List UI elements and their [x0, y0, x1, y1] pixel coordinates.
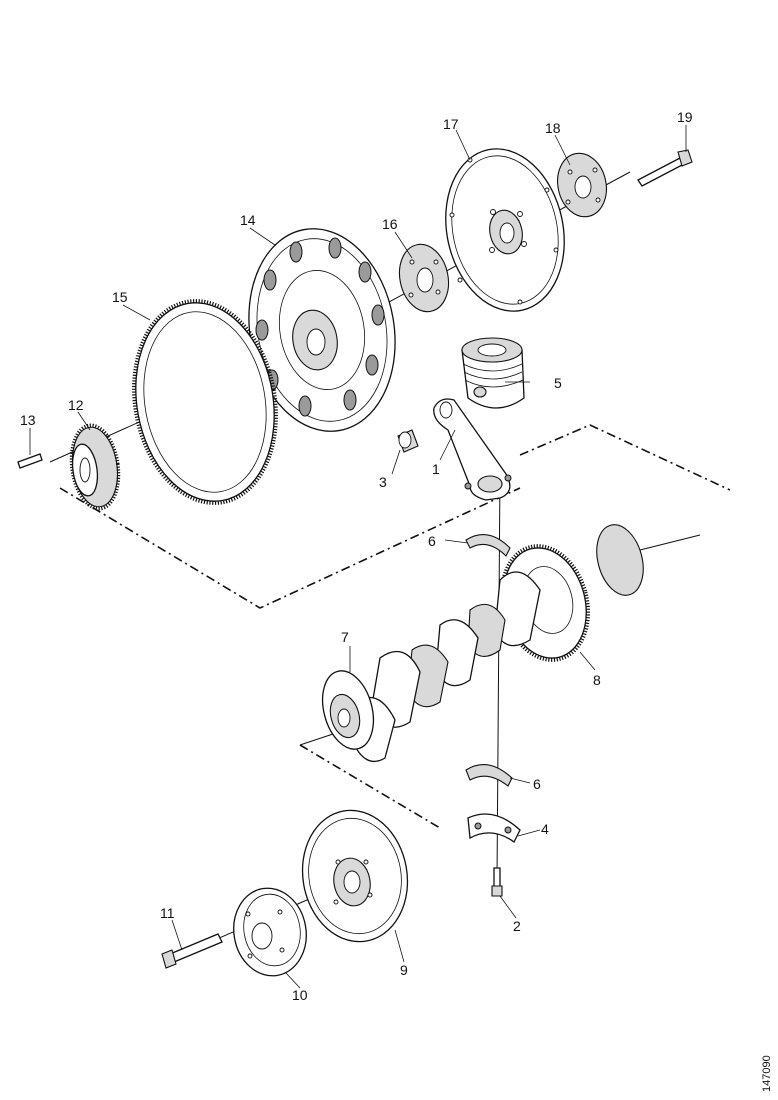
callout-9: 9	[400, 962, 408, 978]
pulley-bolt	[161, 933, 223, 969]
connecting-rod	[433, 398, 512, 501]
crankshaft-gear	[69, 423, 121, 511]
bearing-shell-upper	[465, 534, 511, 557]
callout-11: 11	[160, 905, 175, 921]
callout-1: 1	[432, 461, 440, 477]
callout-3: 3	[379, 474, 387, 490]
ring-gear	[132, 299, 278, 505]
piston	[461, 337, 525, 409]
dowel-pin	[17, 453, 43, 469]
pulley	[233, 887, 307, 977]
adapter-plate	[398, 243, 450, 313]
callout-17: 17	[443, 116, 459, 132]
callout-5: 5	[554, 375, 562, 391]
callout-4: 4	[541, 821, 549, 837]
leader-lines	[29, 125, 687, 989]
flex-plate-bolt	[637, 149, 693, 187]
callout-12: 12	[68, 397, 84, 413]
connecting-rod-bolt	[491, 867, 503, 897]
grouping-brackets	[59, 424, 731, 829]
piston-pin-bushing	[397, 429, 419, 453]
callout-6-lower: 6	[533, 776, 541, 792]
callout-18: 18	[545, 120, 561, 136]
callout-8: 8	[593, 672, 601, 688]
callout-7: 7	[341, 629, 349, 645]
callout-15: 15	[112, 289, 128, 305]
bearing-shell-lower	[465, 764, 513, 787]
flex-plate	[445, 148, 565, 312]
crankshaft-front-end	[321, 670, 375, 750]
callout-labels: 1 2 3 4 5 6 6 7 8 9 10 11 12 13 14 15 16…	[20, 109, 693, 1003]
callout-16: 16	[382, 216, 398, 232]
callout-13: 13	[20, 412, 36, 428]
callout-6-upper: 6	[428, 533, 436, 549]
reinforcement-plate	[557, 152, 607, 218]
callout-19: 19	[677, 109, 693, 125]
vibration-damper	[301, 809, 409, 943]
callout-10: 10	[292, 987, 308, 1003]
figure-reference-number: 147090	[761, 1055, 773, 1092]
flywheel	[248, 228, 396, 432]
crankshaft	[351, 524, 644, 763]
connecting-rod-cap	[467, 813, 521, 843]
callout-14: 14	[240, 212, 256, 228]
callout-2: 2	[513, 918, 521, 934]
flywheel-recesses	[255, 237, 385, 417]
